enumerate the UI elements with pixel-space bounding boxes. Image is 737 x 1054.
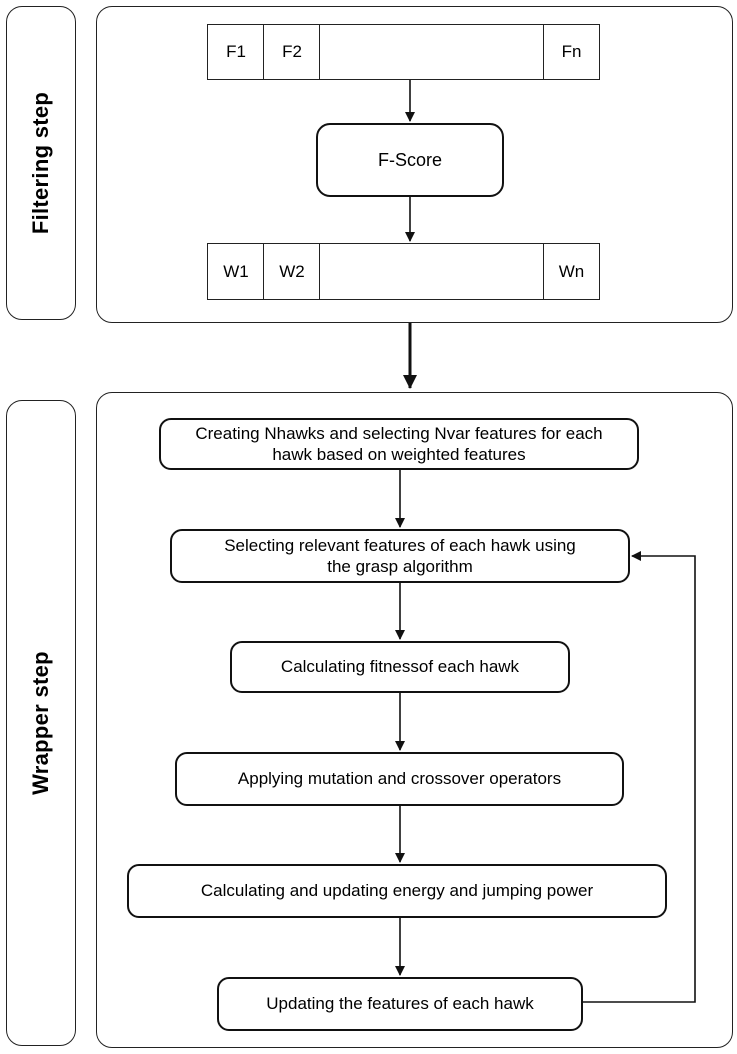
step-update-energy: Calculating and updating energy and jump… [127, 864, 667, 918]
weight-cell-gap [319, 243, 545, 300]
wrapper-step-label-box: Wrapper step [6, 400, 76, 1046]
wrapper-panel [96, 392, 733, 1048]
step-mutation-crossover: Applying mutation and crossover operator… [175, 752, 624, 806]
arrow-loop-back [583, 551, 696, 1003]
feature-cell-gap [319, 24, 545, 80]
weight-cell-w1: W1 [207, 243, 265, 300]
step-select-relevant-features: Selecting relevant features of each hawk… [170, 529, 630, 583]
feature-cell-fn: Fn [543, 24, 600, 80]
step-calculate-fitness: Calculating fitnessof each hawk [230, 641, 570, 693]
f-score-node: F-Score [316, 123, 504, 197]
filtering-step-label-box: Filtering step [6, 6, 76, 320]
feature-cell-f1: F1 [207, 24, 265, 80]
weight-cell-wn: Wn [543, 243, 600, 300]
feature-cell-f2: F2 [263, 24, 321, 80]
weight-cell-w2: W2 [263, 243, 321, 300]
step-update-features: Updating the features of each hawk [217, 977, 583, 1031]
step-create-hawks: Creating Nhawks and selecting Nvar featu… [159, 418, 639, 470]
